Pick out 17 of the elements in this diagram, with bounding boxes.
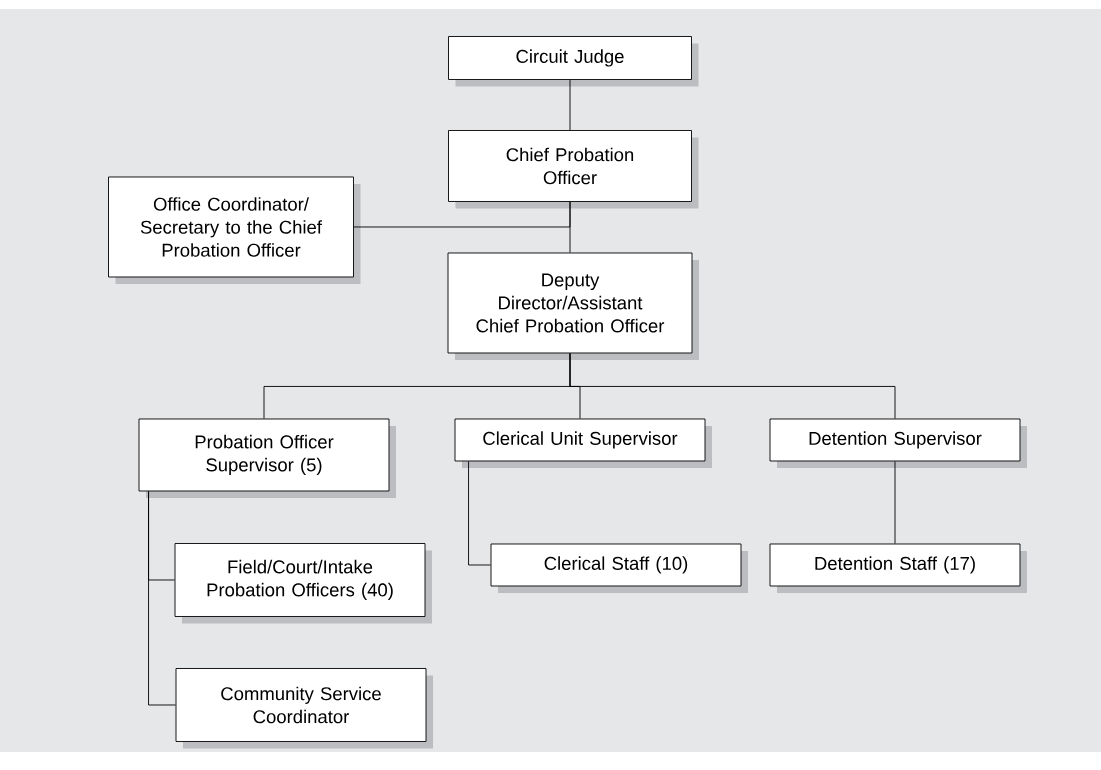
org-box: Circuit Judge: [448, 36, 699, 87]
connector-line: [468, 461, 491, 566]
org-box: Community Service Coordinator: [175, 668, 433, 749]
org-box: Clerical Staff (10): [490, 543, 748, 593]
org-box: Office Coordinator/ Secretary to the Chief Probation Officer: [108, 176, 361, 284]
org-box: Detention Supervisor: [769, 418, 1027, 468]
org-box: Clerical Unit Supervisor: [454, 418, 712, 468]
org-box: Detention Staff (17): [769, 543, 1027, 593]
org-box: Probation Officer Supervisor (5): [138, 418, 396, 498]
org-box: Field/Court/Intake Probation Officers (40): [174, 543, 432, 624]
org-box: Deputy Director/Assistant Chief Probation Officer: [447, 252, 699, 360]
org-box: Chief Probation Officer: [448, 130, 699, 209]
connector-line: [569, 201, 571, 253]
connector-line: [569, 79, 571, 131]
connector-line: [569, 353, 896, 419]
connector-line: [148, 491, 176, 706]
connector-line: [894, 461, 896, 544]
